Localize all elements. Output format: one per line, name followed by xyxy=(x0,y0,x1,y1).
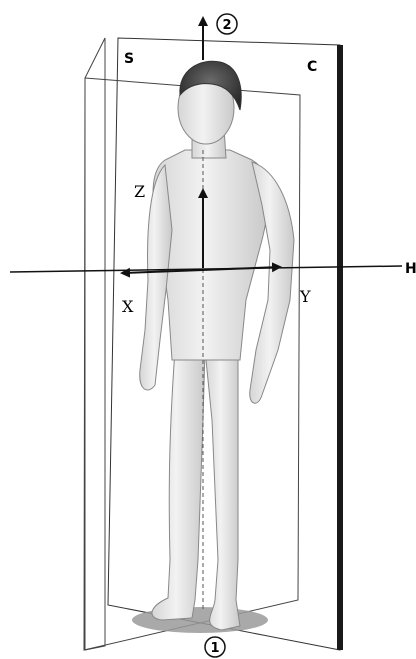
horizontal-plane-label: H xyxy=(405,261,416,277)
axis-z-label: Z xyxy=(134,182,145,201)
axis-x-label: X xyxy=(122,297,134,316)
human-figure xyxy=(140,61,294,630)
marker-bottom-label: 1 xyxy=(210,641,219,656)
marker-top: 2 xyxy=(217,14,237,34)
sagittal-plane-label: S xyxy=(124,51,134,67)
axis-y-label: Y xyxy=(299,287,311,306)
marker-bottom: 1 xyxy=(205,637,225,657)
marker-top-label: 2 xyxy=(222,18,231,33)
coronal-plane-label: C xyxy=(307,59,317,75)
